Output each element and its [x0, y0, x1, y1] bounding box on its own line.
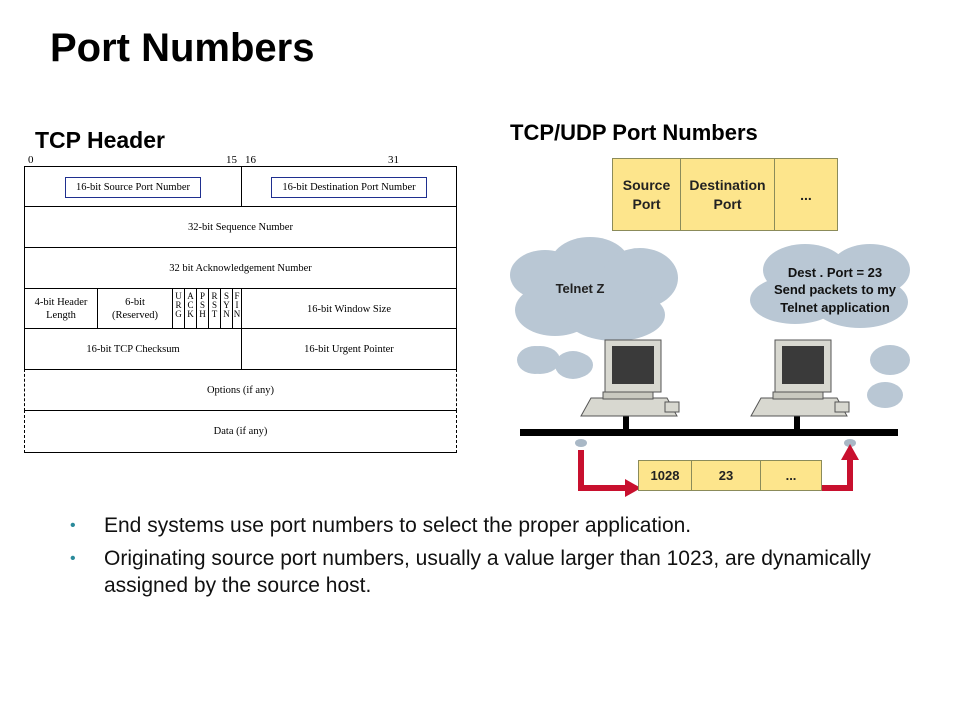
bit-label-0: 0	[28, 154, 34, 166]
row-options: Options (if any)	[24, 369, 457, 411]
cloud-right-line-3: Telnet application	[780, 300, 890, 315]
bit-label-31: 31	[388, 154, 399, 166]
bit-label-15: 15	[226, 154, 237, 166]
packet-source-port: 1028	[639, 461, 692, 490]
tcp-header-heading: TCP Header	[35, 127, 165, 153]
cloud-right-line-1: Dest . Port = 23	[788, 265, 882, 280]
checksum-field: 16-bit TCP Checksum	[86, 344, 180, 355]
cloud-left-label: Telnet Z	[556, 281, 605, 296]
more-fields-segment: ...	[800, 186, 812, 203]
port-diagram-heading: TCP/UDP Port Numbers	[510, 120, 758, 145]
cloud-right	[750, 244, 910, 408]
header-length-field: 4-bit Header Length	[34, 297, 88, 321]
bit-label-16: 16	[245, 154, 256, 166]
bullet-icon: •	[70, 517, 76, 534]
row-ack: 32 bit Acknowledgement Number	[24, 247, 457, 289]
reserved-field: 6-bit (Reserved)	[97, 289, 172, 329]
destination-port-segment: Destination Port	[681, 159, 775, 230]
data-field: Data (if any)	[213, 426, 268, 437]
row-data: Data (if any)	[24, 410, 457, 453]
bullet-icon: •	[70, 550, 76, 567]
bullet-item: •End systems use port numbers to select …	[70, 514, 692, 537]
network-illustration: Telnet Z Dest . Port = 23 Send packets t…	[510, 237, 910, 497]
row-ports: 16-bit Source Port Number 16-bit Destina…	[24, 166, 457, 207]
row-sequence: 32-bit Sequence Number	[24, 206, 457, 248]
computer-left	[580, 339, 680, 417]
port-fields-strip: Source Port Destination Port ...	[612, 158, 838, 231]
urgent-pointer-field: 16-bit Urgent Pointer	[241, 329, 456, 370]
window-size-field: 16-bit Window Size	[241, 289, 456, 329]
row-checksum: 16-bit TCP Checksum 16-bit Urgent Pointe…	[24, 328, 457, 370]
packet-destination-port: 23	[692, 461, 761, 490]
ack-number-field: 32 bit Acknowledgement Number	[169, 263, 312, 274]
options-field: Options (if any)	[206, 385, 275, 396]
arrow-left-to-strip	[575, 439, 641, 497]
bullet-list: •End systems use port numbers to select …	[70, 512, 950, 605]
sequence-number-field: 32-bit Sequence Number	[188, 222, 293, 233]
tcp-header-table: 16-bit Source Port Number 16-bit Destina…	[24, 166, 457, 453]
source-port-segment: Source Port	[613, 159, 681, 230]
packet-ports-strip: 1028 23 ...	[638, 460, 822, 491]
bullet-item: •Originating source port numbers, usuall…	[70, 547, 871, 597]
slide-title: Port Numbers	[50, 26, 315, 70]
packet-more-fields: ...	[785, 468, 797, 483]
cloud-right-line-2: Send packets to my	[774, 282, 897, 297]
computer-right	[750, 339, 850, 417]
destination-port-field: 16-bit Destination Port Number	[271, 176, 427, 198]
network-bus	[520, 429, 898, 436]
source-port-field: 16-bit Source Port Number	[64, 176, 202, 198]
